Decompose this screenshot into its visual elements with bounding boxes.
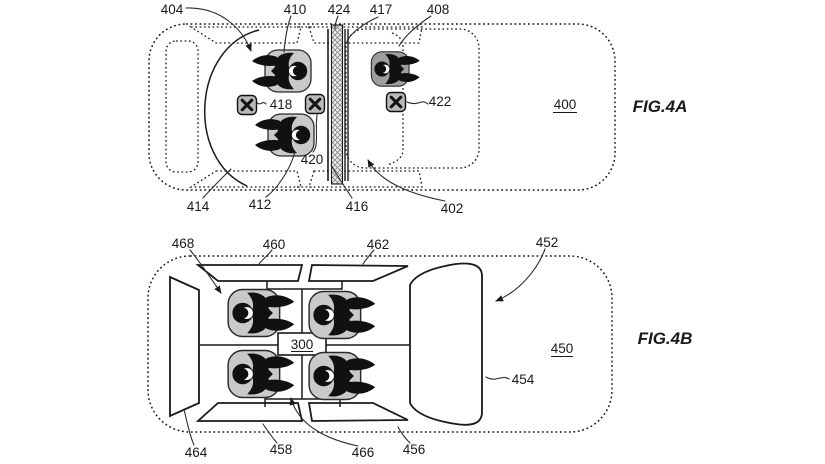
fig4b-windshield	[409, 262, 483, 426]
fig4a-front-end-outline	[165, 40, 199, 173]
fig4b-rear-panel	[169, 275, 200, 418]
fig4a-window-bottom-right	[308, 170, 423, 188]
callout-418: 418	[270, 97, 293, 112]
console-box	[277, 332, 327, 356]
fig4a-leader-lines	[185, 7, 446, 202]
fig4b-window-top-left	[195, 264, 304, 282]
fig4b-window-bottom-left	[195, 402, 304, 422]
fig4a-door-swing-arc	[204, 29, 260, 187]
partition-hatched-panel	[330, 24, 344, 185]
fig4a-group: 404 410 424 417 408 418 422 420 414 412 …	[148, 2, 688, 216]
console-ref-300: 300	[291, 337, 314, 352]
callout-402: 402	[441, 201, 464, 216]
sensor-icon-418	[236, 94, 258, 116]
callout-404: 404	[161, 2, 184, 17]
callout-452: 452	[536, 235, 559, 250]
fig4b-window-top-right	[307, 264, 409, 282]
fig4b-group: 300 468 460 462 452 454 464 458 466 456	[147, 235, 693, 460]
callout-454: 454	[512, 372, 535, 387]
callout-468: 468	[172, 236, 195, 251]
callout-412: 412	[249, 197, 272, 212]
callout-464: 464	[185, 445, 208, 460]
callout-417: 417	[370, 2, 393, 17]
passenger-top-right-icon	[308, 290, 376, 340]
callout-462: 462	[367, 237, 390, 252]
callout-424: 424	[328, 2, 351, 17]
callout-458: 458	[270, 442, 293, 457]
passenger-front-2-icon	[254, 113, 315, 157]
fig4b-leader-lines	[183, 248, 546, 447]
callout-408: 408	[427, 2, 450, 17]
console-bracket-top	[266, 281, 343, 290]
fig4a-car-body-outline	[148, 23, 616, 191]
passenger-top-left-icon	[227, 288, 295, 338]
callout-416: 416	[346, 199, 369, 214]
passenger-front-1-icon	[251, 49, 312, 93]
fig4b-title: FIG.4B	[638, 329, 693, 348]
passenger-rear-icon	[370, 51, 421, 87]
passenger-bottom-right-icon	[308, 351, 376, 401]
fig4a-partition	[327, 24, 349, 185]
vehicle-ref-450: 450	[551, 341, 574, 356]
fig4a-window-top-right	[308, 26, 423, 44]
fig4b-window-bottom-right	[307, 402, 409, 422]
fig4a-window-top-left	[188, 26, 302, 44]
callout-420: 420	[301, 152, 324, 167]
fig4a-title: FIG.4A	[633, 97, 688, 116]
callout-422: 422	[429, 94, 452, 109]
fig4b-car-body-outline	[147, 255, 613, 433]
callout-460: 460	[263, 237, 286, 252]
callout-414: 414	[187, 199, 210, 214]
fig4a-rear-cabin-outline	[345, 28, 480, 169]
callout-410: 410	[284, 2, 307, 17]
sensor-icon-420	[304, 93, 326, 115]
fig4b-center-structure: 300	[199, 281, 410, 407]
sensor-icon-422	[385, 91, 407, 113]
fig4a-window-bottom-left	[188, 170, 302, 188]
callout-466: 466	[352, 445, 375, 460]
passenger-bottom-left-icon	[227, 349, 295, 399]
vehicle-ref-400: 400	[554, 97, 577, 112]
callout-456: 456	[403, 442, 426, 457]
